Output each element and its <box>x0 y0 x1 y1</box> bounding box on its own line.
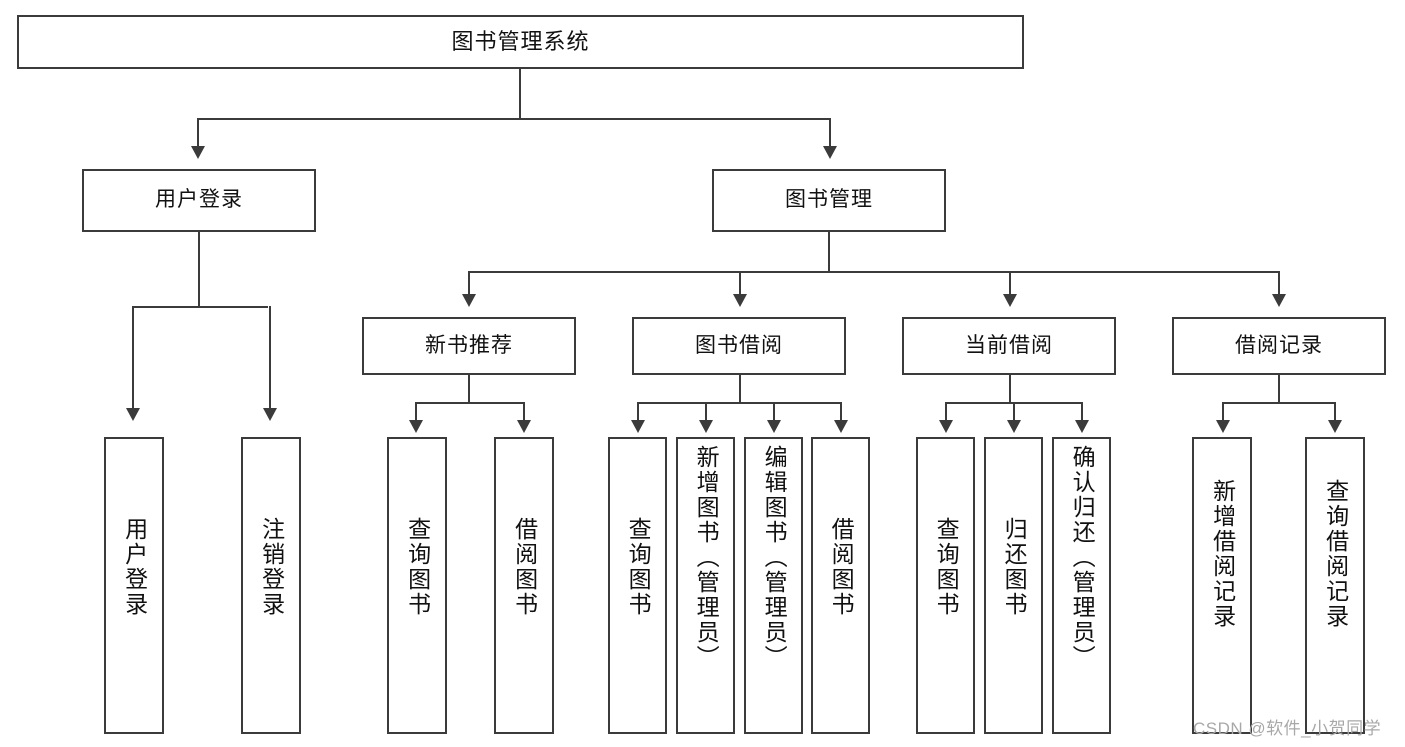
connector-book-borrow-stem <box>739 375 741 403</box>
leaf-label: 查询图书 <box>404 517 431 617</box>
arrowhead-br-query-record <box>1328 420 1342 433</box>
watermark-text: CSDN @软件_小贺同学 <box>1193 719 1382 738</box>
leaf-nb-borrow-book[interactable]: 借阅图书 <box>494 437 554 734</box>
leaf-cb-query-book[interactable]: 查询图书 <box>916 437 975 734</box>
leaf-label: 借阅图书 <box>511 517 538 617</box>
leaf-label: 查询图书 <box>933 517 960 617</box>
arrowhead-book-borrow <box>733 294 747 307</box>
arrowhead-br-add-record <box>1216 420 1230 433</box>
node-label: 新书推荐 <box>425 333 513 357</box>
connector-bb-drop-2 <box>705 402 707 422</box>
connector-drop-borrow-record <box>1278 271 1280 296</box>
connector-root-to-book-manage <box>829 118 831 148</box>
connector-drop-current-borrow <box>1009 271 1011 296</box>
connector-user-login-stem <box>198 232 200 307</box>
connector-drop-new-book <box>468 271 470 296</box>
arrowhead-book-manage <box>823 146 837 159</box>
node-book-borrow[interactable]: 图书借阅 <box>632 317 846 375</box>
arrowhead-leaf-user-login <box>126 408 140 421</box>
node-label: 借阅记录 <box>1235 333 1323 357</box>
arrowhead-bb-borrow-book <box>834 420 848 433</box>
connector-br-drop-1 <box>1222 402 1224 422</box>
leaf-cb-return-book[interactable]: 归还图书 <box>984 437 1043 734</box>
node-label: 图书借阅 <box>695 333 783 357</box>
connector-user-login-drop-2 <box>269 306 271 410</box>
node-borrow-record[interactable]: 借阅记录 <box>1172 317 1386 375</box>
connector-cb-drop-2 <box>1013 402 1015 422</box>
connector-user-login-bus <box>132 306 268 308</box>
arrowhead-cb-return-book <box>1007 420 1021 433</box>
node-current-borrow[interactable]: 当前借阅 <box>902 317 1116 375</box>
connector-borrow-record-stem <box>1278 375 1280 403</box>
connector-br-drop-2 <box>1334 402 1336 422</box>
node-label: 用户登录 <box>155 188 243 212</box>
connector-user-login-drop-1 <box>132 306 134 410</box>
arrowhead-current-borrow <box>1003 294 1017 307</box>
connector-bb-drop-4 <box>840 402 842 422</box>
leaf-user-login[interactable]: 用户登录 <box>104 437 164 734</box>
connector-borrow-record-bus <box>1222 402 1336 404</box>
leaf-label: 新增借阅记录 <box>1209 479 1236 629</box>
connector-drop-book-borrow <box>739 271 741 296</box>
node-root-system[interactable]: 图书管理系统 <box>17 15 1024 69</box>
connector-new-book-bus <box>415 402 525 404</box>
connector-root-bus <box>197 118 831 120</box>
leaf-label: 新增图书（管理员） <box>693 445 720 670</box>
node-new-book-recommend[interactable]: 新书推荐 <box>362 317 576 375</box>
leaf-label: 借阅图书 <box>828 517 855 617</box>
arrowhead-bb-add-book <box>699 420 713 433</box>
node-book-management[interactable]: 图书管理 <box>712 169 946 232</box>
connector-root-stem <box>519 69 521 119</box>
connector-level3-bus <box>468 271 1280 273</box>
node-label: 当前借阅 <box>965 333 1053 357</box>
leaf-bb-add-book[interactable]: 新增图书（管理员） <box>676 437 735 734</box>
connector-new-book-drop-1 <box>415 402 417 422</box>
leaf-label: 查询借阅记录 <box>1322 479 1349 629</box>
arrowhead-new-book <box>462 294 476 307</box>
leaf-cb-confirm-return[interactable]: 确认归还（管理员） <box>1052 437 1111 734</box>
leaf-br-query-record[interactable]: 查询借阅记录 <box>1305 437 1365 734</box>
node-user-login[interactable]: 用户登录 <box>82 169 316 232</box>
node-label: 图书管理 <box>785 188 873 212</box>
leaf-label: 用户登录 <box>121 517 148 617</box>
leaf-nb-query-book[interactable]: 查询图书 <box>387 437 447 734</box>
node-label: 图书管理系统 <box>451 29 590 55</box>
connector-bb-drop-3 <box>773 402 775 422</box>
arrowhead-bb-edit-book <box>767 420 781 433</box>
arrowhead-bb-query-book <box>631 420 645 433</box>
connector-current-borrow-stem <box>1009 375 1011 403</box>
arrowhead-cb-query-book <box>939 420 953 433</box>
connector-new-book-drop-2 <box>523 402 525 422</box>
arrowhead-nb-borrow-book <box>517 420 531 433</box>
leaf-label: 查询图书 <box>625 517 652 617</box>
arrowhead-leaf-logout <box>263 408 277 421</box>
leaf-label: 注销登录 <box>258 517 285 617</box>
connector-book-borrow-bus <box>637 402 841 404</box>
connector-cb-drop-1 <box>945 402 947 422</box>
leaf-label: 确认归还（管理员） <box>1069 445 1096 670</box>
leaf-label: 编辑图书（管理员） <box>761 445 788 670</box>
connector-bb-drop-1 <box>637 402 639 422</box>
leaf-bb-query-book[interactable]: 查询图书 <box>608 437 667 734</box>
arrowhead-nb-query-book <box>409 420 423 433</box>
arrowhead-cb-confirm-return <box>1075 420 1089 433</box>
connector-root-to-user-login <box>197 118 199 148</box>
leaf-br-add-record[interactable]: 新增借阅记录 <box>1192 437 1252 734</box>
arrowhead-borrow-record <box>1272 294 1286 307</box>
connector-cb-drop-3 <box>1081 402 1083 422</box>
connector-book-manage-stem <box>828 232 830 272</box>
arrowhead-user-login <box>191 146 205 159</box>
leaf-bb-borrow-book[interactable]: 借阅图书 <box>811 437 870 734</box>
leaf-logout[interactable]: 注销登录 <box>241 437 301 734</box>
connector-new-book-stem <box>468 375 470 403</box>
leaf-label: 归还图书 <box>1001 517 1028 617</box>
leaf-bb-edit-book[interactable]: 编辑图书（管理员） <box>744 437 803 734</box>
